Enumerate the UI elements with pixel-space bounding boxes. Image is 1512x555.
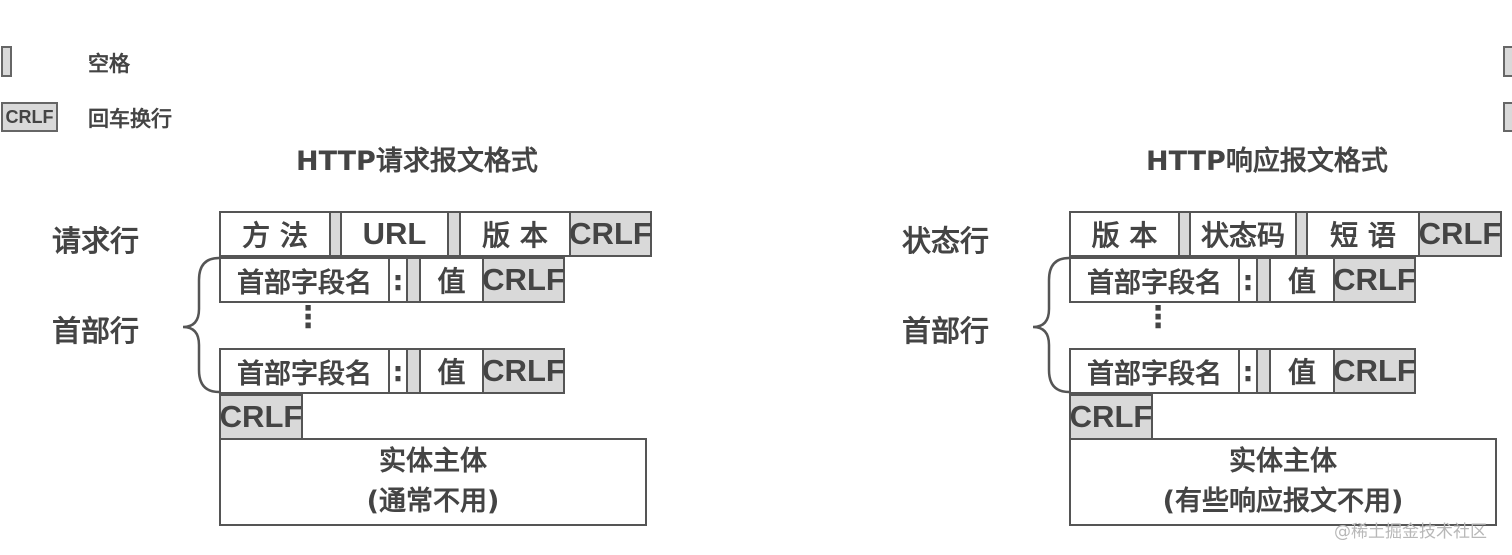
legend-space-label: 空格 bbox=[88, 52, 130, 76]
response-entity-title: 实体主体 bbox=[1229, 446, 1337, 477]
request-header-line-label: 首部行 bbox=[52, 314, 140, 348]
response-ellipsis: ⋮ bbox=[1143, 300, 1173, 335]
request-header-value-2: 值 bbox=[419, 348, 484, 394]
legend-crlf-box: CRLF bbox=[1, 102, 58, 132]
request-title: HTTP请求报文格式 bbox=[296, 146, 538, 177]
response-entity-body: 实体主体 (有些响应报文不用) bbox=[1069, 438, 1497, 526]
response-header-crlf-2: CRLF bbox=[1333, 348, 1416, 394]
request-brace-icon bbox=[182, 256, 220, 394]
legend-crlf-label: 回车换行 bbox=[88, 107, 172, 131]
response-phrase-field: 短 语 bbox=[1306, 211, 1420, 257]
response-header-line-label: 首部行 bbox=[902, 314, 990, 348]
request-version-field: 版 本 bbox=[459, 211, 571, 257]
request-entity-title: 实体主体 bbox=[379, 446, 487, 477]
legend-space-swatch-clipped bbox=[1503, 46, 1512, 77]
response-header-crlf-1: CRLF bbox=[1333, 257, 1416, 303]
request-ellipsis: ⋮ bbox=[293, 300, 323, 335]
response-version-field: 版 本 bbox=[1069, 211, 1180, 257]
request-line-crlf: CRLF bbox=[569, 211, 652, 257]
response-header-name-2: 首部字段名 bbox=[1069, 348, 1240, 394]
watermark: @稀土掘金技术社区 bbox=[1334, 522, 1487, 542]
response-status-line-label: 状态行 bbox=[902, 224, 990, 258]
request-header-value-1: 值 bbox=[419, 257, 484, 303]
legend-crlf-box-clipped bbox=[1503, 102, 1512, 132]
request-header-name-1: 首部字段名 bbox=[219, 257, 390, 303]
response-title: HTTP响应报文格式 bbox=[1146, 146, 1388, 177]
legend-space-swatch bbox=[1, 46, 12, 77]
request-entity-body: 实体主体 (通常不用) bbox=[219, 438, 647, 526]
request-header-crlf-1: CRLF bbox=[482, 257, 565, 303]
request-method-field: 方 法 bbox=[219, 211, 331, 257]
request-header-colon-1: : bbox=[388, 257, 408, 303]
response-entity-note: (有些响应报文不用) bbox=[1162, 486, 1404, 517]
response-status-code-field: 状态码 bbox=[1189, 211, 1297, 257]
response-header-value-1: 值 bbox=[1269, 257, 1335, 303]
request-blank-line-crlf: CRLF bbox=[219, 394, 303, 440]
response-header-colon-1: : bbox=[1238, 257, 1258, 303]
response-header-value-2: 值 bbox=[1269, 348, 1335, 394]
request-url-field: URL bbox=[340, 211, 449, 257]
request-header-crlf-2: CRLF bbox=[482, 348, 565, 394]
response-header-name-1: 首部字段名 bbox=[1069, 257, 1240, 303]
request-line-label: 请求行 bbox=[52, 224, 140, 258]
request-header-colon-2: : bbox=[388, 348, 408, 394]
response-header-colon-2: : bbox=[1238, 348, 1258, 394]
request-header-name-2: 首部字段名 bbox=[219, 348, 390, 394]
response-status-crlf: CRLF bbox=[1418, 211, 1502, 257]
response-brace-icon bbox=[1032, 256, 1070, 394]
request-entity-note: (通常不用) bbox=[366, 486, 500, 517]
response-blank-line-crlf: CRLF bbox=[1069, 394, 1153, 440]
